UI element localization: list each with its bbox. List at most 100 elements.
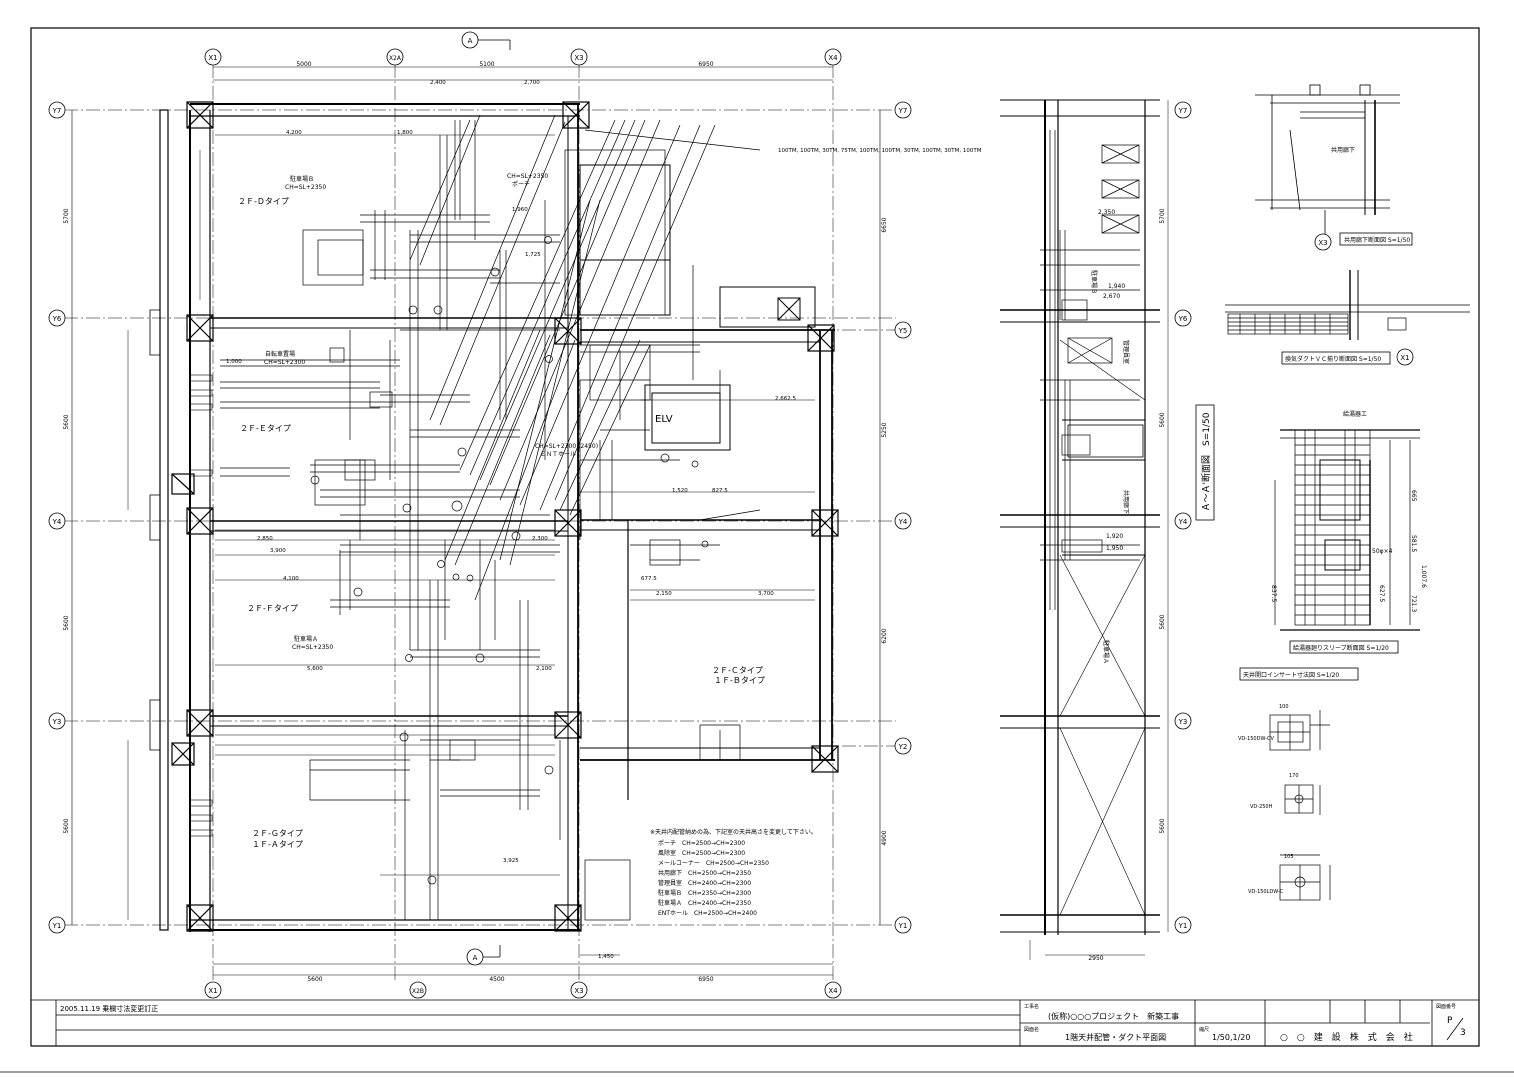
bike-ch: CH=SL+2300 (264, 359, 305, 366)
top-dimension-lines (71, 66, 881, 976)
note-title: ※天井内配管納めの為、下記室の天井高さを変更して下さい。 (650, 828, 817, 836)
section-room-3: 共用廊下 (1122, 490, 1130, 514)
note-line-8: ENTホール CH=2500→CH=2400 (658, 910, 757, 917)
dim-5600: 5,600 (307, 666, 323, 672)
room-e-type: ２Ｆ-Ｅタイプ (240, 424, 291, 433)
section-bottom-dim: 2950 (1088, 955, 1103, 962)
elv-label: ELV (655, 414, 673, 425)
duct-grid-bubble (1396, 348, 1414, 366)
room-c-type-2: １Ｆ-Ｂタイプ (714, 676, 765, 685)
note-line-1: ポーチ CH=2500→CH=2300 (658, 839, 745, 847)
dim-827: 827.5 (712, 488, 728, 494)
section-title: Ａ～Ａ'断面図 S=1/50 (1200, 412, 1212, 511)
section-dim-lines (1029, 100, 1169, 960)
sleeve-text: 給湯器エ 50φ×4 665 581.5 1,007.6 837.5 627.5… (1270, 410, 1427, 612)
sleeve-detail-title: 給湯器廻りスリーブ断面図 S=1/20 (1293, 644, 1389, 652)
dim-2662: 2,662.5 (775, 396, 796, 402)
grid-bubbles: X1 X2A X3 X4 X1 X2B X3 X4 Y7 Y6 Y4 Y3 Y1… (48, 31, 912, 999)
grid-span-labels: 5000 5100 6950 5600 4500 6950 5700 5600 … (63, 61, 888, 983)
row-right-y2: Y2 (898, 743, 908, 751)
page-number: P (1447, 1016, 1453, 1026)
porch-ch: CH=SL+2350 (507, 173, 548, 180)
section-row-y4: Y4 (1178, 518, 1188, 526)
section-text: 2950 5700 5600 5600 5600 駐車場Ｂ 管理員室 共用廊下 … (1088, 208, 1166, 962)
section-room-1: 駐車場Ｂ (1090, 270, 1098, 294)
sleeve-title-frame (1289, 640, 1399, 654)
span-bottom-2: 4500 (489, 976, 504, 983)
dim-2400: 2,400 (430, 80, 446, 86)
section-duct-boxes (1061, 144, 1140, 553)
corridor-title-frame (1339, 232, 1413, 246)
plan-text: ２Ｆ-Ｄタイプ ２Ｆ-Ｅタイプ ２Ｆ-Ｆタイプ ２Ｆ-Ｇタイプ １Ｆ-Ａタイプ … (226, 80, 982, 960)
span-left-1: 5700 (63, 208, 70, 223)
main-floor-plan: ２Ｆ-Ｄタイプ ２Ｆ-Ｅタイプ ２Ｆ-Ｆタイプ ２Ｆ-Ｇタイプ １Ｆ-Ａタイプ … (48, 31, 982, 999)
insert-dim-3: 105 (1284, 854, 1294, 860)
corridor-detail-title: 共用廊下断面図 S=1/50 (1344, 236, 1410, 244)
col-top-x4: X4 (828, 54, 838, 62)
elevator-shaft (579, 164, 816, 451)
ent-ch: CH=SL+2300 (2450) (535, 443, 598, 450)
duct-vc-detail (1225, 270, 1470, 340)
insert-label-1: VD-150DW-CV (1238, 736, 1275, 742)
corridor-detail (1255, 84, 1400, 240)
dim-1725: 1,725 (525, 252, 541, 258)
insert-detail-title: 天井開口インサート寸法図 S=1/20 (1243, 671, 1339, 679)
dim-677: 677.5 (641, 576, 657, 582)
section-row-y7: Y7 (1178, 107, 1188, 115)
note-line-7: 駐車場Ａ CH=2400→CH=2350 (658, 899, 751, 907)
parking-b-label: 駐車場Ｂ (290, 175, 314, 183)
row-left-y1: Y1 (52, 922, 62, 930)
section-mark-bottom: A (473, 954, 478, 962)
span-left-3: 5600 (63, 615, 70, 630)
room-c-type-1: ２Ｆ-Ｃタイプ (712, 666, 763, 675)
dim-2850: 2,850 (257, 536, 273, 542)
section-dim-4: 1,920 (1106, 533, 1123, 540)
note-line-3: メールコーナー CH=2500→CH=2350 (658, 860, 769, 867)
dim-1800: 1,800 (397, 130, 413, 136)
col-top-x2a: X2A (389, 55, 402, 62)
revision-note: 2005.11.19 乗欄寸法変更訂正 (60, 1005, 159, 1013)
insert-label-3: VD-150LDW-C (1248, 889, 1284, 895)
sleeve-dim-4: 837.5 (1270, 585, 1277, 602)
section-title-frame (1195, 404, 1215, 521)
page-label: 図面番号 (1436, 1004, 1457, 1010)
row-right-y4: Y4 (898, 518, 908, 526)
dim-4200: 4,200 (286, 130, 302, 136)
section-dim-5: 2,350 (1098, 209, 1115, 216)
section-walls (1000, 99, 1160, 935)
dim-2300: 2,300 (532, 536, 548, 542)
section-room-2: 管理員室 (1122, 340, 1130, 364)
row-right-y5: Y5 (898, 327, 908, 335)
row-right-y1: Y1 (898, 922, 908, 930)
note-line-4: 共用廊下 CH=2500→CH=2350 (658, 869, 751, 877)
row-left-y6: Y6 (52, 315, 62, 323)
ceiling-note: ※天井内配管納めの為、下記室の天井高さを変更して下さい。 ポーチ CH=2500… (650, 828, 817, 917)
insert-title-frame (1239, 667, 1359, 681)
col-bottom-x2b: X2B (412, 988, 424, 995)
sleeve-pipe-label: 50φ×4 (1372, 548, 1393, 555)
span-left-4: 5600 (63, 818, 70, 833)
span-top-1: 5000 (296, 61, 311, 68)
section-room-4: 駐車場Ａ (1102, 640, 1110, 664)
corridor-grid-bubble (1314, 233, 1332, 251)
sheet-border (30, 27, 1480, 1047)
room-d-type: ２Ｆ-Ｄタイプ (238, 197, 289, 206)
balcony-outline (149, 309, 160, 751)
section-pipes (1040, 130, 1140, 610)
sleeve-detail (1274, 429, 1420, 631)
insert-label-2: VD-250H (1250, 804, 1273, 810)
scale-value: 1/50,1/20 (1212, 1033, 1251, 1042)
dim-1450: 1,450 (598, 954, 614, 960)
section-right-dim-1: 5700 (1159, 208, 1166, 223)
duct-grid-x1: X1 (1400, 354, 1409, 362)
col-top-x1: X1 (208, 54, 217, 62)
section-dim-1: 1,940 (1108, 283, 1125, 290)
drawing-label: 図面名 (1024, 1027, 1040, 1033)
dim-3925: 3,925 (503, 858, 519, 864)
sleeve-top-label: 給湯器エ (1343, 410, 1367, 418)
insert-dim-1: 100 (1279, 704, 1289, 710)
piping-network (220, 114, 761, 921)
insert-detail (1269, 710, 1331, 901)
project-label: 工事名 (1024, 1004, 1040, 1010)
